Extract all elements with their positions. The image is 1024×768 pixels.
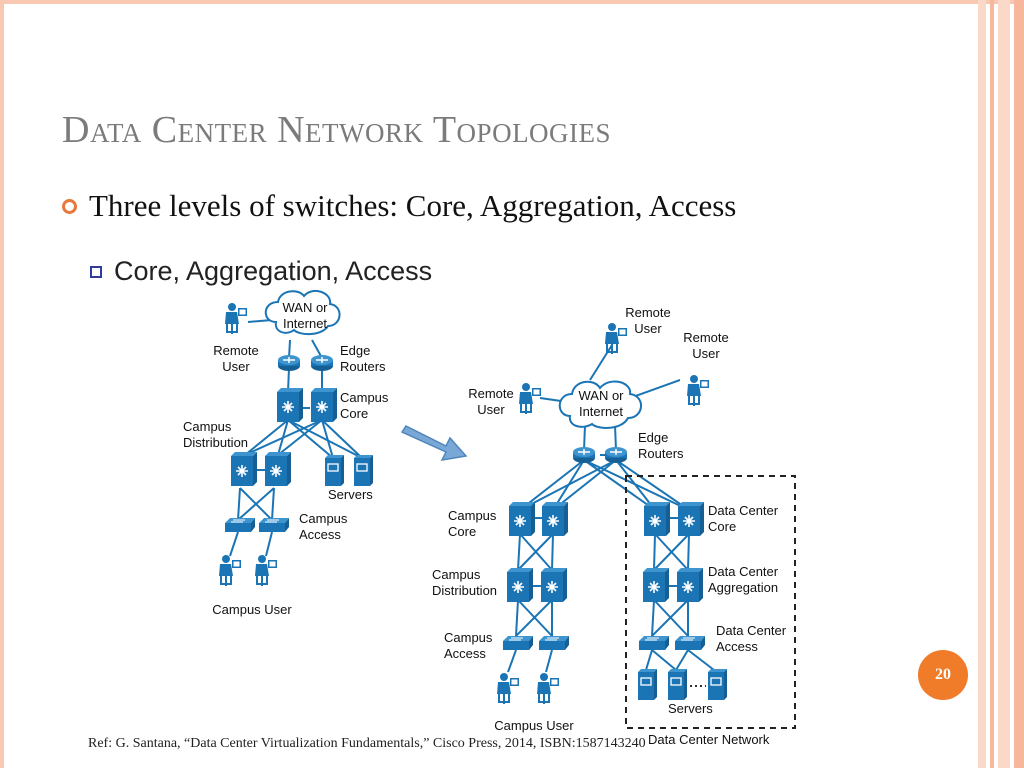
right-campus-user-label: Campus User — [494, 718, 574, 733]
svg-text:Routers: Routers — [638, 446, 684, 461]
dc-network-label: Data Center Network — [648, 732, 770, 747]
left-remote-user-label: Remote — [213, 343, 259, 358]
dc-core-switch-icon — [643, 501, 671, 537]
left-core-switch-icon — [310, 387, 338, 423]
svg-text:User: User — [222, 359, 250, 374]
left-remote-user-icon — [224, 302, 248, 335]
left-server-icon — [324, 454, 345, 487]
main-bullet-text: Three levels of switches: Core, Aggregat… — [89, 188, 737, 223]
left-access-switch-icon — [258, 517, 290, 533]
slide-top-border — [0, 0, 1024, 4]
right-remote-user-icon — [686, 374, 710, 407]
main-bullet: Three levels of switches: Core, Aggregat… — [62, 188, 736, 224]
left-edge-routers-label: Edge — [340, 343, 370, 358]
right-distribution-switch-icon — [506, 567, 534, 603]
svg-text:Core: Core — [340, 406, 368, 421]
right-campus-distribution-label: Campus — [432, 567, 481, 582]
left-diagram-links — [229, 319, 363, 557]
right-remote-user-icon — [518, 382, 542, 415]
right-campus-core-switch-icon — [508, 501, 536, 537]
dc-aggregation-label: Data Center — [708, 564, 779, 579]
svg-text:Distribution: Distribution — [183, 435, 248, 450]
left-edge-router-icon — [277, 354, 301, 372]
left-campus-access-label: Campus — [299, 511, 348, 526]
svg-text:Aggregation: Aggregation — [708, 580, 778, 595]
right-distribution-switch-icon — [540, 567, 568, 603]
slide-title: Data Center Network Topologies — [62, 109, 612, 151]
dc-access-switch-icon — [638, 635, 670, 651]
svg-text:Internet: Internet — [579, 404, 623, 419]
right-access-switch-icon — [538, 635, 570, 651]
dc-server-icon — [707, 668, 728, 701]
page-number-badge: 20 — [918, 650, 968, 700]
transition-arrow-icon — [400, 425, 468, 461]
bullet-ring-icon — [62, 198, 77, 214]
svg-text:User: User — [477, 402, 505, 417]
left-distribution-switch-icon — [264, 451, 292, 487]
dc-access-label: Data Center — [716, 623, 787, 638]
svg-text:Internet: Internet — [283, 316, 327, 331]
left-wan-label: WAN or — [282, 300, 328, 315]
left-campus-user-icon — [254, 554, 278, 587]
right-campus-core-switch-icon — [541, 501, 569, 537]
right-edge-router-icon — [572, 446, 596, 464]
svg-text:User: User — [634, 321, 662, 336]
left-campus-user-icon — [218, 554, 242, 587]
decor-stripe — [990, 0, 994, 768]
dc-aggregation-switch-icon — [676, 567, 704, 603]
slide-left-border — [0, 0, 4, 768]
left-wan-cloud: WAN or Internet — [264, 289, 341, 336]
right-campus-core-label: Campus — [448, 508, 497, 523]
svg-text:Access: Access — [716, 639, 758, 654]
reference-citation: Ref: G. Santana, “Data Center Virtualiza… — [88, 736, 646, 751]
dc-access-switch-icon — [674, 635, 706, 651]
right-wan-label: WAN or — [578, 388, 624, 403]
dc-server-icon — [667, 668, 688, 701]
right-edge-router-icon — [604, 446, 628, 464]
right-remote-user-left-label: Remote — [468, 386, 514, 401]
sub-bullet-text: Core, Aggregation, Access — [114, 256, 433, 286]
right-campus-user-icon — [536, 672, 560, 705]
left-campus-distribution-label: Campus — [183, 419, 232, 434]
dc-aggregation-switch-icon — [642, 567, 670, 603]
dc-servers-label: Servers — [668, 701, 713, 716]
svg-text:Routers: Routers — [340, 359, 386, 374]
right-campus-user-icon — [496, 672, 520, 705]
left-campus-user-label: Campus User — [212, 602, 292, 617]
svg-text:Access: Access — [444, 646, 486, 661]
decor-stripe — [1014, 0, 1024, 768]
dc-core-label: Data Center — [708, 503, 779, 518]
right-remote-user-top-label: Remote — [625, 305, 671, 320]
svg-text:Distribution: Distribution — [432, 583, 497, 598]
right-campus-access-label: Campus — [444, 630, 493, 645]
left-core-switch-icon — [276, 387, 304, 423]
svg-text:Core: Core — [448, 524, 476, 539]
left-edge-router-icon — [310, 354, 334, 372]
svg-text:Access: Access — [299, 527, 341, 542]
decor-stripe — [998, 0, 1010, 768]
sub-bullet: Core, Aggregation, Access — [90, 256, 432, 287]
right-access-switch-icon — [502, 635, 534, 651]
svg-text:Core: Core — [708, 519, 736, 534]
left-servers-label: Servers — [328, 487, 373, 502]
left-campus-core-label: Campus — [340, 390, 389, 405]
dc-server-icon — [637, 668, 658, 701]
data-center-boundary — [625, 475, 796, 729]
bullet-square-icon — [90, 265, 102, 278]
left-distribution-switch-icon — [230, 451, 258, 487]
right-remote-user-right-label: Remote — [683, 330, 729, 345]
decor-stripe — [978, 0, 986, 768]
dc-core-switch-icon — [677, 501, 705, 537]
left-access-switch-icon — [224, 517, 256, 533]
right-wan-cloud: WAN or Internet — [558, 380, 642, 429]
svg-text:User: User — [692, 346, 720, 361]
right-edge-routers-label: Edge — [638, 430, 668, 445]
left-server-icon — [353, 454, 374, 487]
